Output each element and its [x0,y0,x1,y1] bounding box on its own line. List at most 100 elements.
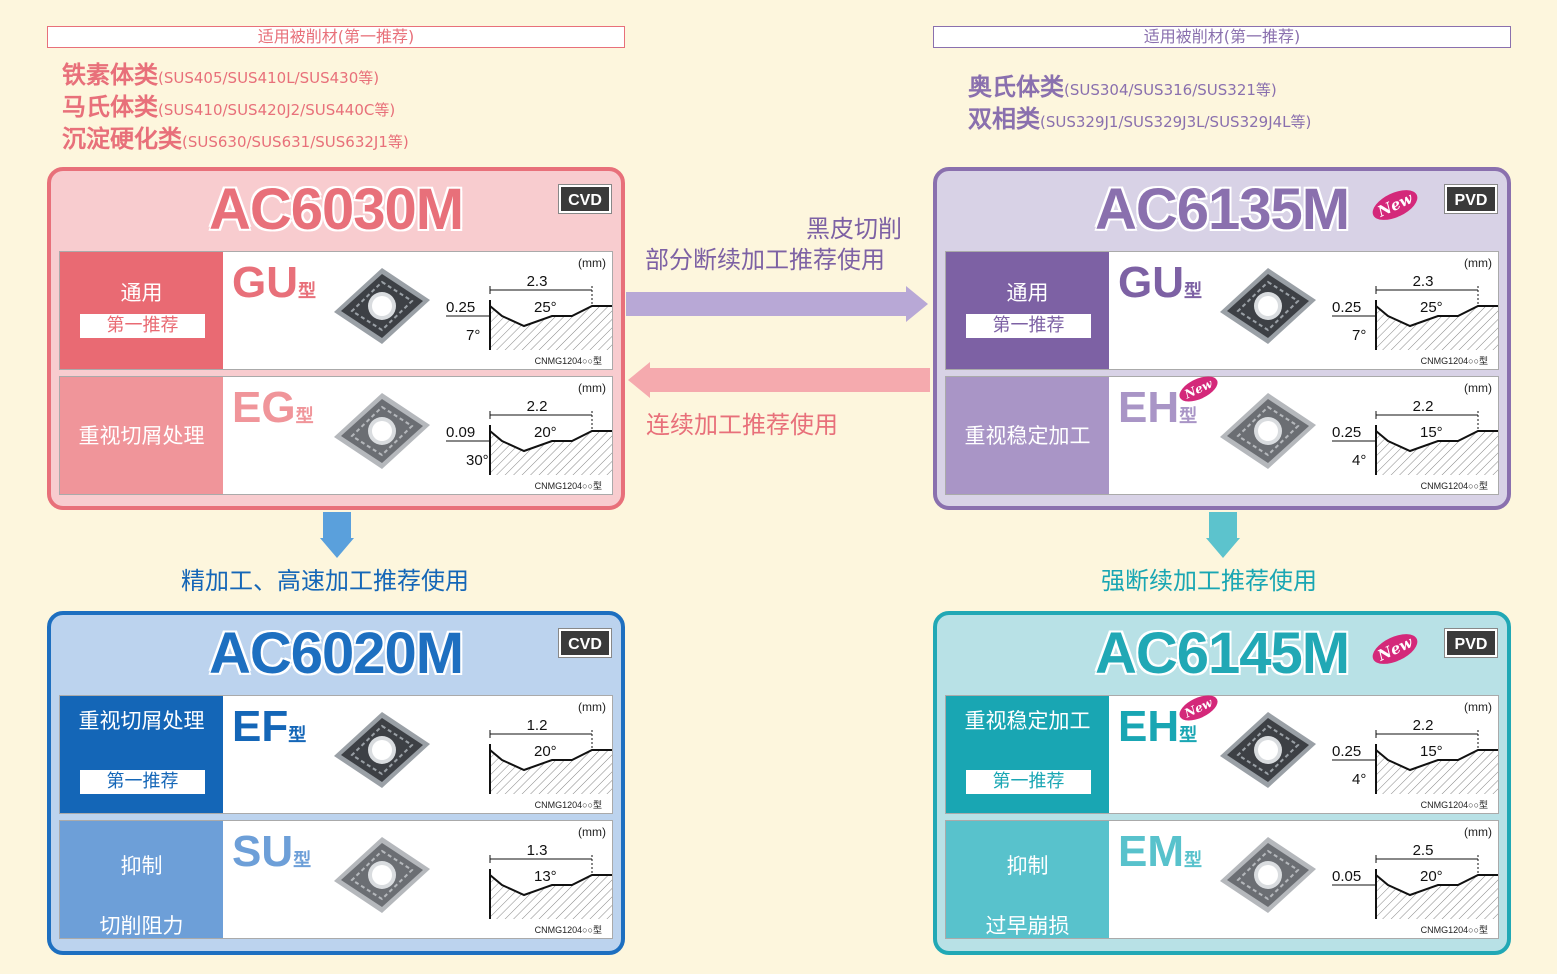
chipbreaker-type: EH型 [1118,383,1197,442]
chipbreaker-type: GU型 [1118,258,1202,317]
card-title: AC6020M [208,621,464,686]
row-label-text: 切削阻力 [99,914,184,938]
type-code: EH [1118,383,1180,432]
row-label-text: 通用 [120,281,163,305]
material-line: 沉淀硬化类(SUS630/SUS631/SUS632J1等) [62,124,409,157]
unit-label: (mm) [1464,381,1492,395]
insert-code: CNMG1204○○型 [534,356,602,366]
type-suffix: 型 [295,406,314,427]
svg-text:0.25: 0.25 [1332,299,1361,316]
insert-image [330,708,434,796]
svg-text:2.3: 2.3 [527,273,548,290]
chipbreaker-type: EF型 [232,702,306,761]
down-right-text: 强断续加工推荐使用 [1101,567,1317,595]
row-label: 通用第一推荐 [946,252,1109,369]
type-suffix: 型 [288,725,307,746]
insert-code: CNMG1204○○型 [1420,925,1488,935]
row-label-text: 抑制 [120,854,163,878]
unit-label: (mm) [1464,825,1492,839]
insert-code: CNMG1204○○型 [1420,481,1488,491]
unit-label: (mm) [578,381,606,395]
svg-text:0.09: 0.09 [446,424,475,441]
type-suffix: 型 [298,281,316,302]
svg-text:2.2: 2.2 [527,398,548,415]
chipbreaker-type: EG型 [232,383,314,442]
insert-image [1216,708,1320,796]
row-label-text: 重视稳定加工 [964,709,1091,733]
card-title: AC6145M [1094,621,1350,686]
svg-text:4°: 4° [1352,452,1366,469]
material-name: 铁素体类 [62,61,158,89]
svg-text:25°: 25° [534,299,557,316]
row-label-text: 过早崩损 [985,914,1070,938]
insert-code: CNMG1204○○型 [534,800,602,810]
type-suffix: 型 [293,850,312,871]
to-right-text-1: 黑皮切削 [806,215,902,243]
material-line: 双相类(SUS329J1/SUS329J3L/SUS329J4L等) [968,104,1311,137]
chipbreaker-type: GU型 [232,258,316,317]
material-name: 沉淀硬化类 [62,125,182,153]
insert-image [1216,264,1320,352]
material-grades: (SUS410/SUS420J2/SUS440C等) [158,101,396,119]
first-recommend-tag: 第一推荐 [80,770,205,794]
svg-text:15°: 15° [1420,743,1443,760]
svg-text:7°: 7° [466,327,480,344]
svg-text:0.25: 0.25 [1332,424,1361,441]
material-name: 双相类 [968,105,1040,133]
type-code: GU [232,258,298,307]
type-code: EG [232,383,296,432]
coating-badge: PVD [1444,628,1498,658]
insert-image [330,264,434,352]
type-code: EF [232,702,289,751]
svg-text:20°: 20° [534,743,557,760]
svg-text:20°: 20° [1420,868,1443,885]
material-grades: (SUS630/SUS631/SUS632J1等) [182,133,409,151]
material-line: 马氏体类(SUS410/SUS420J2/SUS440C等) [62,92,395,125]
svg-text:2.3: 2.3 [1413,273,1434,290]
material-name: 奥氏体类 [968,73,1064,101]
down-left-text: 精加工、高速加工推荐使用 [181,567,469,595]
insert-code: CNMG1204○○型 [534,925,602,935]
left-material-header: 适用被削材(第一推荐) [47,26,625,48]
svg-text:13°: 13° [534,868,557,885]
svg-text:15°: 15° [1420,424,1443,441]
unit-label: (mm) [578,256,606,270]
row-label: 抑制切削阻力 [60,821,223,938]
insert-image [330,833,434,921]
svg-text:20°: 20° [534,424,557,441]
material-grades: (SUS304/SUS316/SUS321等) [1064,81,1277,99]
coating-badge: PVD [1444,184,1498,214]
card-title: AC6135M [1094,177,1350,242]
type-code: SU [232,827,294,876]
first-recommend-tag: 第一推荐 [966,770,1091,794]
insert-image [1216,833,1320,921]
insert-code: CNMG1204○○型 [1420,356,1488,366]
row-label: 抑制过早崩损 [946,821,1109,938]
arrow-left-icon [628,362,930,398]
material-name: 马氏体类 [62,93,158,121]
row-label-text: 重视稳定加工 [964,424,1091,448]
material-line: 奥氏体类(SUS304/SUS316/SUS321等) [968,72,1277,105]
svg-text:2.2: 2.2 [1413,398,1434,415]
svg-text:0.05: 0.05 [1332,868,1361,885]
type-suffix: 型 [1184,850,1202,871]
insert-image [1216,389,1320,477]
to-right-text-2: 部分断续加工推荐使用 [645,246,885,274]
chipbreaker-type: EH型 [1118,702,1197,761]
type-code: EM [1118,827,1184,876]
